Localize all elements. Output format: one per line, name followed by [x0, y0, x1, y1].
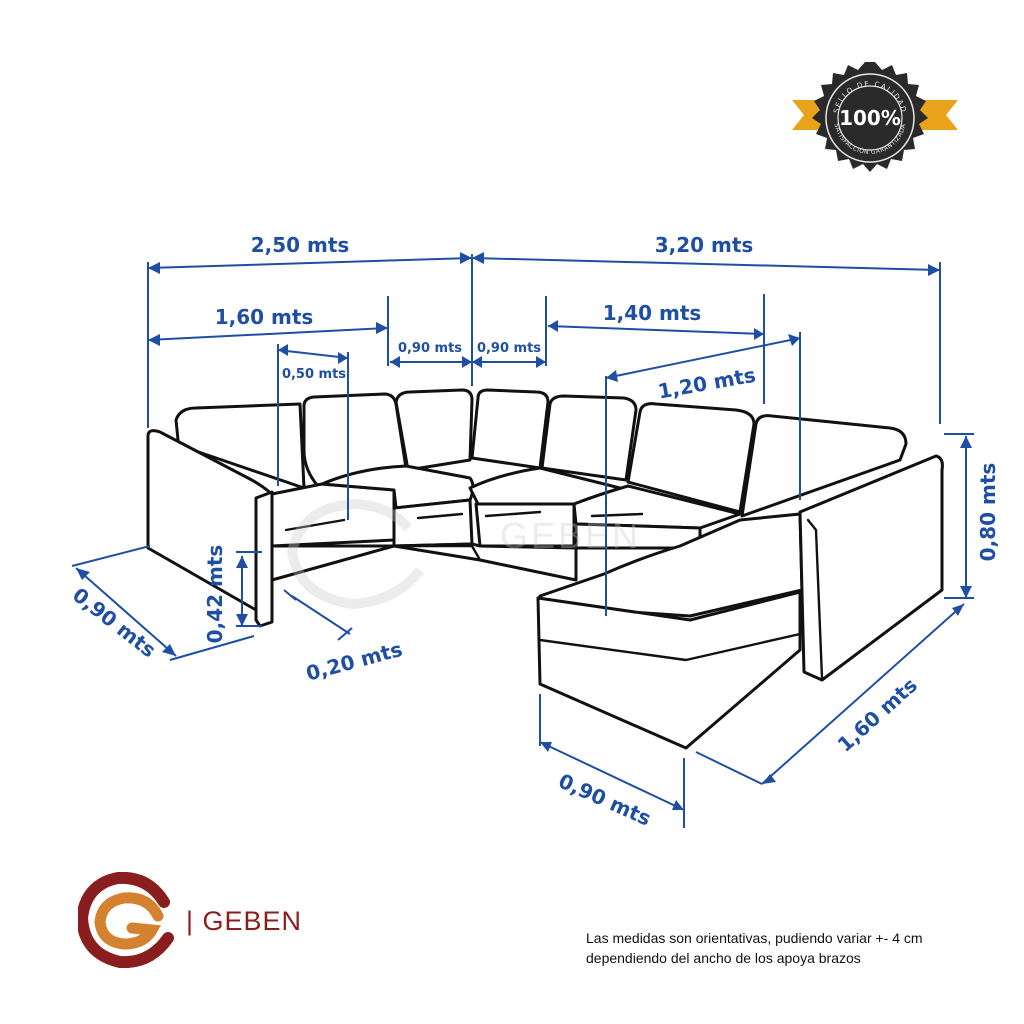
label-corner-left: 0,90 mts	[398, 341, 462, 356]
seal-center-text: 100%	[839, 106, 901, 130]
label-height-total: 0,80 mts	[976, 463, 1000, 562]
label-arm-width: 0,20 mts	[303, 637, 404, 686]
quality-seal-badge: SELLO DE CALIDAD SATISFACCIÓN GARANTIZAD…	[792, 62, 958, 172]
disclaimer-line-2: dependiendo del ancho de los apoya brazo…	[586, 950, 861, 966]
disclaimer-note: Las medidas son orientativas, pudiendo v…	[586, 928, 1006, 968]
logo-outer-swoosh	[78, 872, 174, 968]
geben-logo	[78, 872, 174, 968]
dimension-lines	[71, 252, 974, 828]
dim-line-050	[277, 349, 349, 359]
watermark-text: GEBEN	[500, 515, 641, 556]
logo-inner-swoosh	[94, 892, 164, 950]
dim-line-160	[147, 327, 389, 341]
dim-line-320	[471, 257, 941, 271]
brand-name: | GEBEN	[186, 906, 303, 936]
dim-line-090-left	[75, 567, 177, 657]
label-top-right-total: 3,20 mts	[655, 233, 754, 257]
dim-line-140	[547, 325, 765, 335]
label-chaise-width: 0,90 mts	[555, 769, 655, 831]
seal-ribbon-right	[912, 100, 958, 130]
dim-line-090-chaise	[539, 741, 685, 811]
geben-watermark: GEBEN	[286, 498, 641, 610]
sofa-drawing	[146, 388, 944, 750]
back-cushions	[174, 388, 908, 518]
label-corner-right: 0,90 mts	[477, 341, 541, 356]
right-armrest	[798, 454, 944, 682]
label-chaise-length: 1,60 mts	[833, 673, 922, 757]
dim-line-020	[291, 595, 351, 635]
left-armrest-front	[254, 490, 274, 628]
chaise-front	[536, 590, 802, 750]
label-seat-height: 0,42 mts	[203, 545, 227, 644]
label-left-depth: 0,90 mts	[68, 583, 160, 663]
disclaimer-line-1: Las medidas son orientativas, pudiendo v…	[586, 930, 923, 946]
label-right-seat-width: 1,40 mts	[603, 301, 702, 325]
label-chaise-seat-width: 1,20 mts	[656, 363, 757, 404]
label-top-left-total: 2,50 mts	[251, 233, 350, 257]
dim-line-250	[147, 257, 473, 269]
label-left-seat-width: 1,60 mts	[215, 305, 314, 329]
dim-line-160-chaise	[695, 751, 763, 785]
label-cushion-gap: 0,50 mts	[282, 367, 346, 382]
dim-line-120	[605, 337, 801, 379]
seal-starburst	[812, 62, 928, 172]
